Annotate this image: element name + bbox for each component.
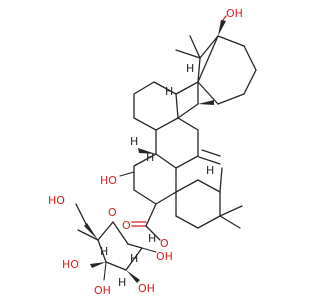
ring-e bbox=[175, 167, 223, 229]
ester-group bbox=[131, 203, 161, 241]
hash-bond-h bbox=[119, 171, 135, 177]
oh-mid-label: HO bbox=[100, 174, 117, 187]
ring-a bbox=[197, 35, 257, 105]
sugar-ring-o-label: O bbox=[108, 206, 117, 219]
ester-carbonyl-o-label: O bbox=[122, 219, 131, 232]
bond-ch2 bbox=[75, 203, 87, 225]
ring-c bbox=[155, 117, 221, 169]
gem-dimethyl-a bbox=[175, 35, 219, 59]
h-label-6: H bbox=[100, 245, 108, 258]
hash-bond-oh-2 bbox=[103, 261, 107, 281]
sugar-ring bbox=[77, 221, 143, 271]
hash-bond-oh-4 bbox=[141, 247, 157, 253]
ring-d bbox=[133, 153, 177, 205]
h-label-3: H bbox=[130, 135, 138, 148]
bond-oh-top bbox=[222, 15, 227, 21]
wedge-bond-methyl-1 bbox=[198, 100, 214, 105]
sugar-oh-1-label: HO bbox=[62, 258, 79, 271]
gem-dimethyl-e bbox=[219, 205, 243, 229]
wedge-bond-oh-top bbox=[218, 20, 226, 36]
oh-top-label: OH bbox=[226, 7, 243, 20]
h-label-2: H bbox=[165, 85, 173, 98]
sugar-oh-3-label: OH bbox=[138, 282, 155, 295]
h-label-9: H bbox=[148, 232, 156, 245]
structural-formula: OH H H H H HO bbox=[48, 7, 257, 297]
h-label-1: H bbox=[186, 62, 194, 75]
h-label-7: H bbox=[118, 276, 126, 289]
wedge-bond-oh-1 bbox=[90, 262, 106, 268]
wedge-bond-ch2oh bbox=[84, 223, 98, 240]
sugar-oh-4-label: OH bbox=[156, 250, 173, 263]
wedge-bond-methyl-2 bbox=[138, 148, 156, 154]
ring-b bbox=[133, 81, 199, 131]
h-label-5: H bbox=[206, 164, 214, 177]
ch2oh-label: HO bbox=[48, 194, 65, 207]
wedge-bond-oh-3 bbox=[126, 270, 140, 283]
sugar-oh-2-label: OH bbox=[94, 284, 111, 297]
h-label-8: H bbox=[130, 252, 138, 265]
ester-bridge-o-label: O bbox=[160, 237, 169, 250]
